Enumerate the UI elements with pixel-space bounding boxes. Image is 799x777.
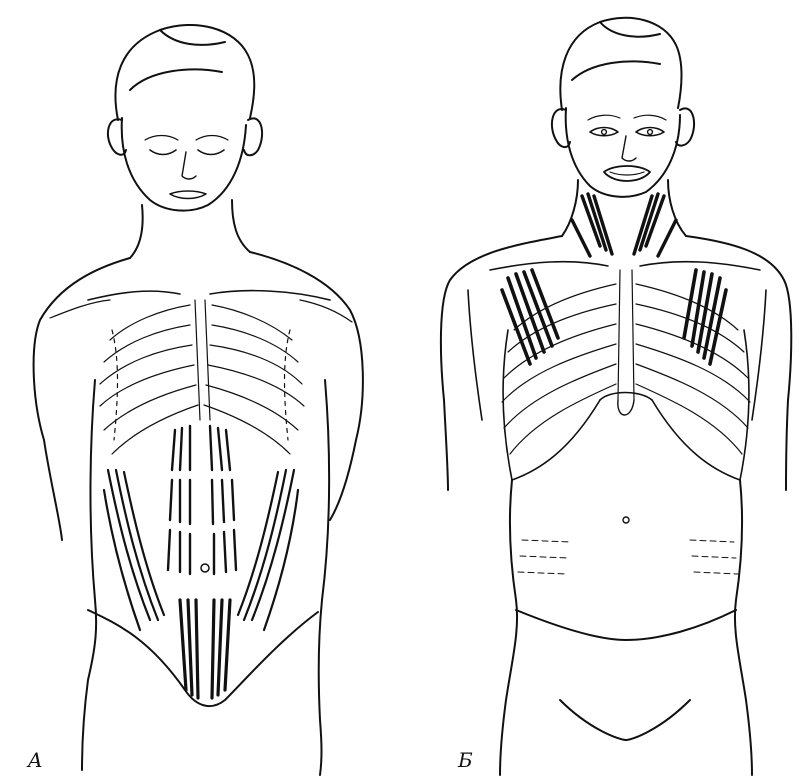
panel-a-abdominal-muscles (104, 426, 298, 698)
panel-label-b: Б (458, 748, 473, 772)
panel-b-head (552, 18, 694, 197)
panel-a-head (108, 25, 262, 211)
panel-label-a: A (28, 748, 42, 772)
panel-b-neck (562, 180, 686, 256)
panel-b-ribcage (502, 270, 750, 480)
panel-a-figure (34, 25, 363, 775)
panel-b-figure (441, 18, 791, 775)
panel-a-torso (82, 380, 329, 775)
panel-b-abdomen (500, 480, 752, 775)
panel-b-shoulders (441, 236, 791, 490)
panel-a-ribcage (100, 300, 304, 454)
